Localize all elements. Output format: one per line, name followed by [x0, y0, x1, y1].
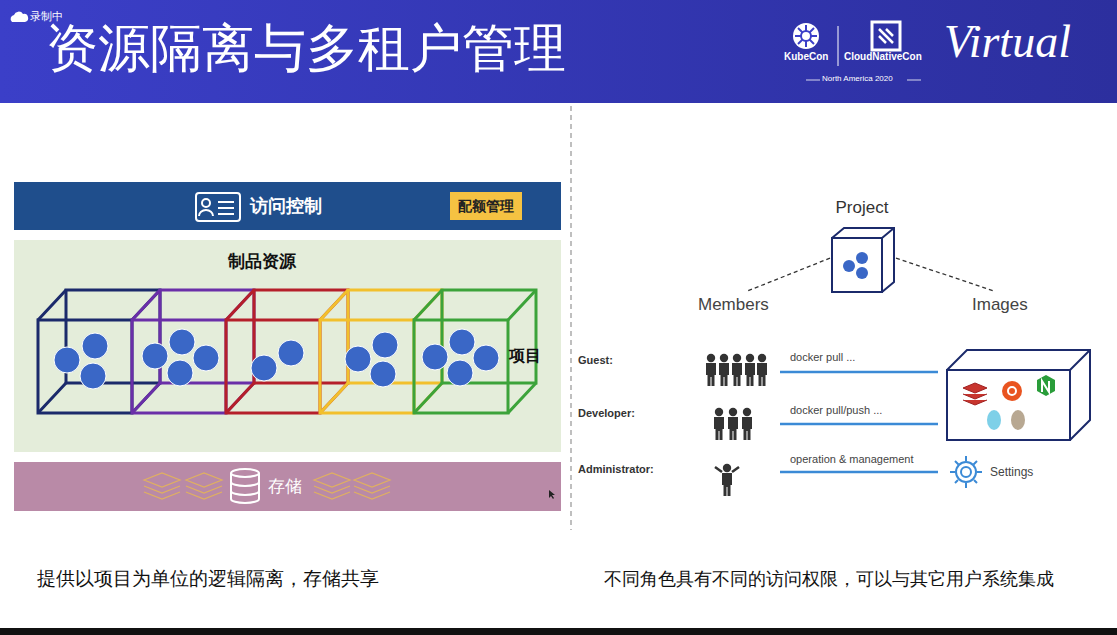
slide-title: 资源隔离与多租户管理 [46, 16, 566, 80]
role-label: Guest: [578, 354, 613, 367]
project-label: 项目 [509, 347, 541, 365]
role-label: Developer: [578, 407, 635, 420]
members-label: Members [698, 295, 769, 315]
id-card-icon [196, 193, 240, 221]
node-text: 配额管理 [458, 196, 514, 216]
node-text: 制品资源 [228, 250, 561, 273]
settings-node: Settings [946, 463, 1033, 481]
logo-text: KubeCon [784, 51, 828, 63]
node-text: Images [972, 295, 1028, 315]
project-cubes [38, 290, 536, 413]
caption-text: 不同角色具有不同的访问权限，可以与其它用户系统集成 [604, 569, 1054, 590]
layer-icon [354, 473, 390, 499]
images-cube [947, 350, 1090, 440]
node-text: 存储 [268, 462, 561, 511]
title-bar [0, 0, 1117, 103]
logo-divider [838, 26, 839, 66]
access-band [14, 182, 561, 230]
developer-people [714, 408, 752, 440]
kubecon-logo [793, 23, 819, 49]
artifact-balls [54, 329, 499, 389]
project-balls [843, 252, 868, 279]
dashed-connector [747, 258, 830, 291]
role-label: Administrator: [578, 463, 654, 476]
node-text: Project [820, 198, 904, 218]
artifact-panel [14, 240, 561, 452]
node-text: Settings [990, 463, 1033, 481]
dashed-connector [896, 258, 994, 291]
layer-icon [144, 473, 180, 499]
settings-gear [950, 456, 982, 488]
artifact-panel: 制品资源 [14, 240, 561, 452]
logo-script: Virtual [944, 16, 1071, 69]
storage-band [14, 462, 561, 511]
logo-text: CloudNativeCon [844, 51, 922, 63]
access-control-band: 访问控制配额管理 [14, 182, 561, 230]
cloud-icon [11, 12, 29, 22]
logo-text: North America 2020 [822, 74, 893, 83]
storage-band: 存储 [14, 462, 561, 511]
line-label: operation & management [790, 453, 914, 466]
line-label: docker pull ... [790, 351, 855, 364]
database-icon [231, 469, 259, 503]
access-lines [780, 372, 938, 472]
guest-people [706, 354, 767, 386]
logo-rule [907, 80, 921, 81]
mouse-cursor [549, 490, 555, 499]
divider [570, 106, 572, 530]
project-node: Project [820, 198, 904, 295]
layer-icon [186, 473, 222, 499]
screen-edge [0, 628, 1117, 635]
images-label: Images [972, 295, 1028, 315]
administrator-person [715, 464, 739, 496]
layer-icon [314, 473, 350, 499]
node-text: Members [698, 295, 769, 315]
quota-box: 配额管理 [450, 192, 522, 220]
line-label: docker pull/push ... [790, 404, 882, 417]
logo-rule [806, 80, 820, 81]
recording-indicator: 录制中 [30, 10, 63, 23]
project-cube [832, 228, 894, 292]
cncf-logo [872, 22, 900, 50]
caption-text: 提供以项目为单位的逻辑隔离，存储共享 [37, 568, 379, 590]
image-logos [963, 375, 1055, 430]
